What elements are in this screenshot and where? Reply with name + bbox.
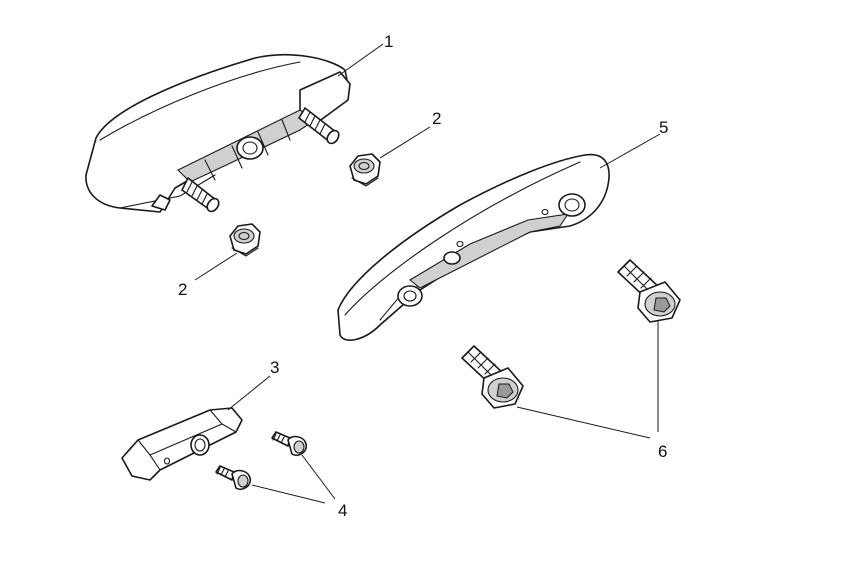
part-3-small-bracket xyxy=(121,407,243,481)
callout-2-upper: 2 xyxy=(432,109,441,128)
callout-4: 4 xyxy=(338,501,347,520)
callout-labels: 1 2 2 5 3 4 6 xyxy=(178,32,668,520)
callout-3: 3 xyxy=(270,358,279,377)
callout-5: 5 xyxy=(659,118,668,137)
part-6-screw-left xyxy=(461,345,524,409)
part-2-nut-upper xyxy=(349,153,381,187)
part-4-screw-upper xyxy=(271,431,308,457)
part-4-screw-lower xyxy=(215,465,252,491)
part-6-screw-right xyxy=(617,259,681,323)
part-2-nut-lower xyxy=(229,223,261,257)
callout-6: 6 xyxy=(658,442,667,461)
part-5-curved-bracket xyxy=(337,153,610,341)
callout-2-lower: 2 xyxy=(178,280,187,299)
part-1-bracket xyxy=(85,53,351,213)
leader-lines xyxy=(194,43,661,504)
callout-1: 1 xyxy=(384,32,393,51)
